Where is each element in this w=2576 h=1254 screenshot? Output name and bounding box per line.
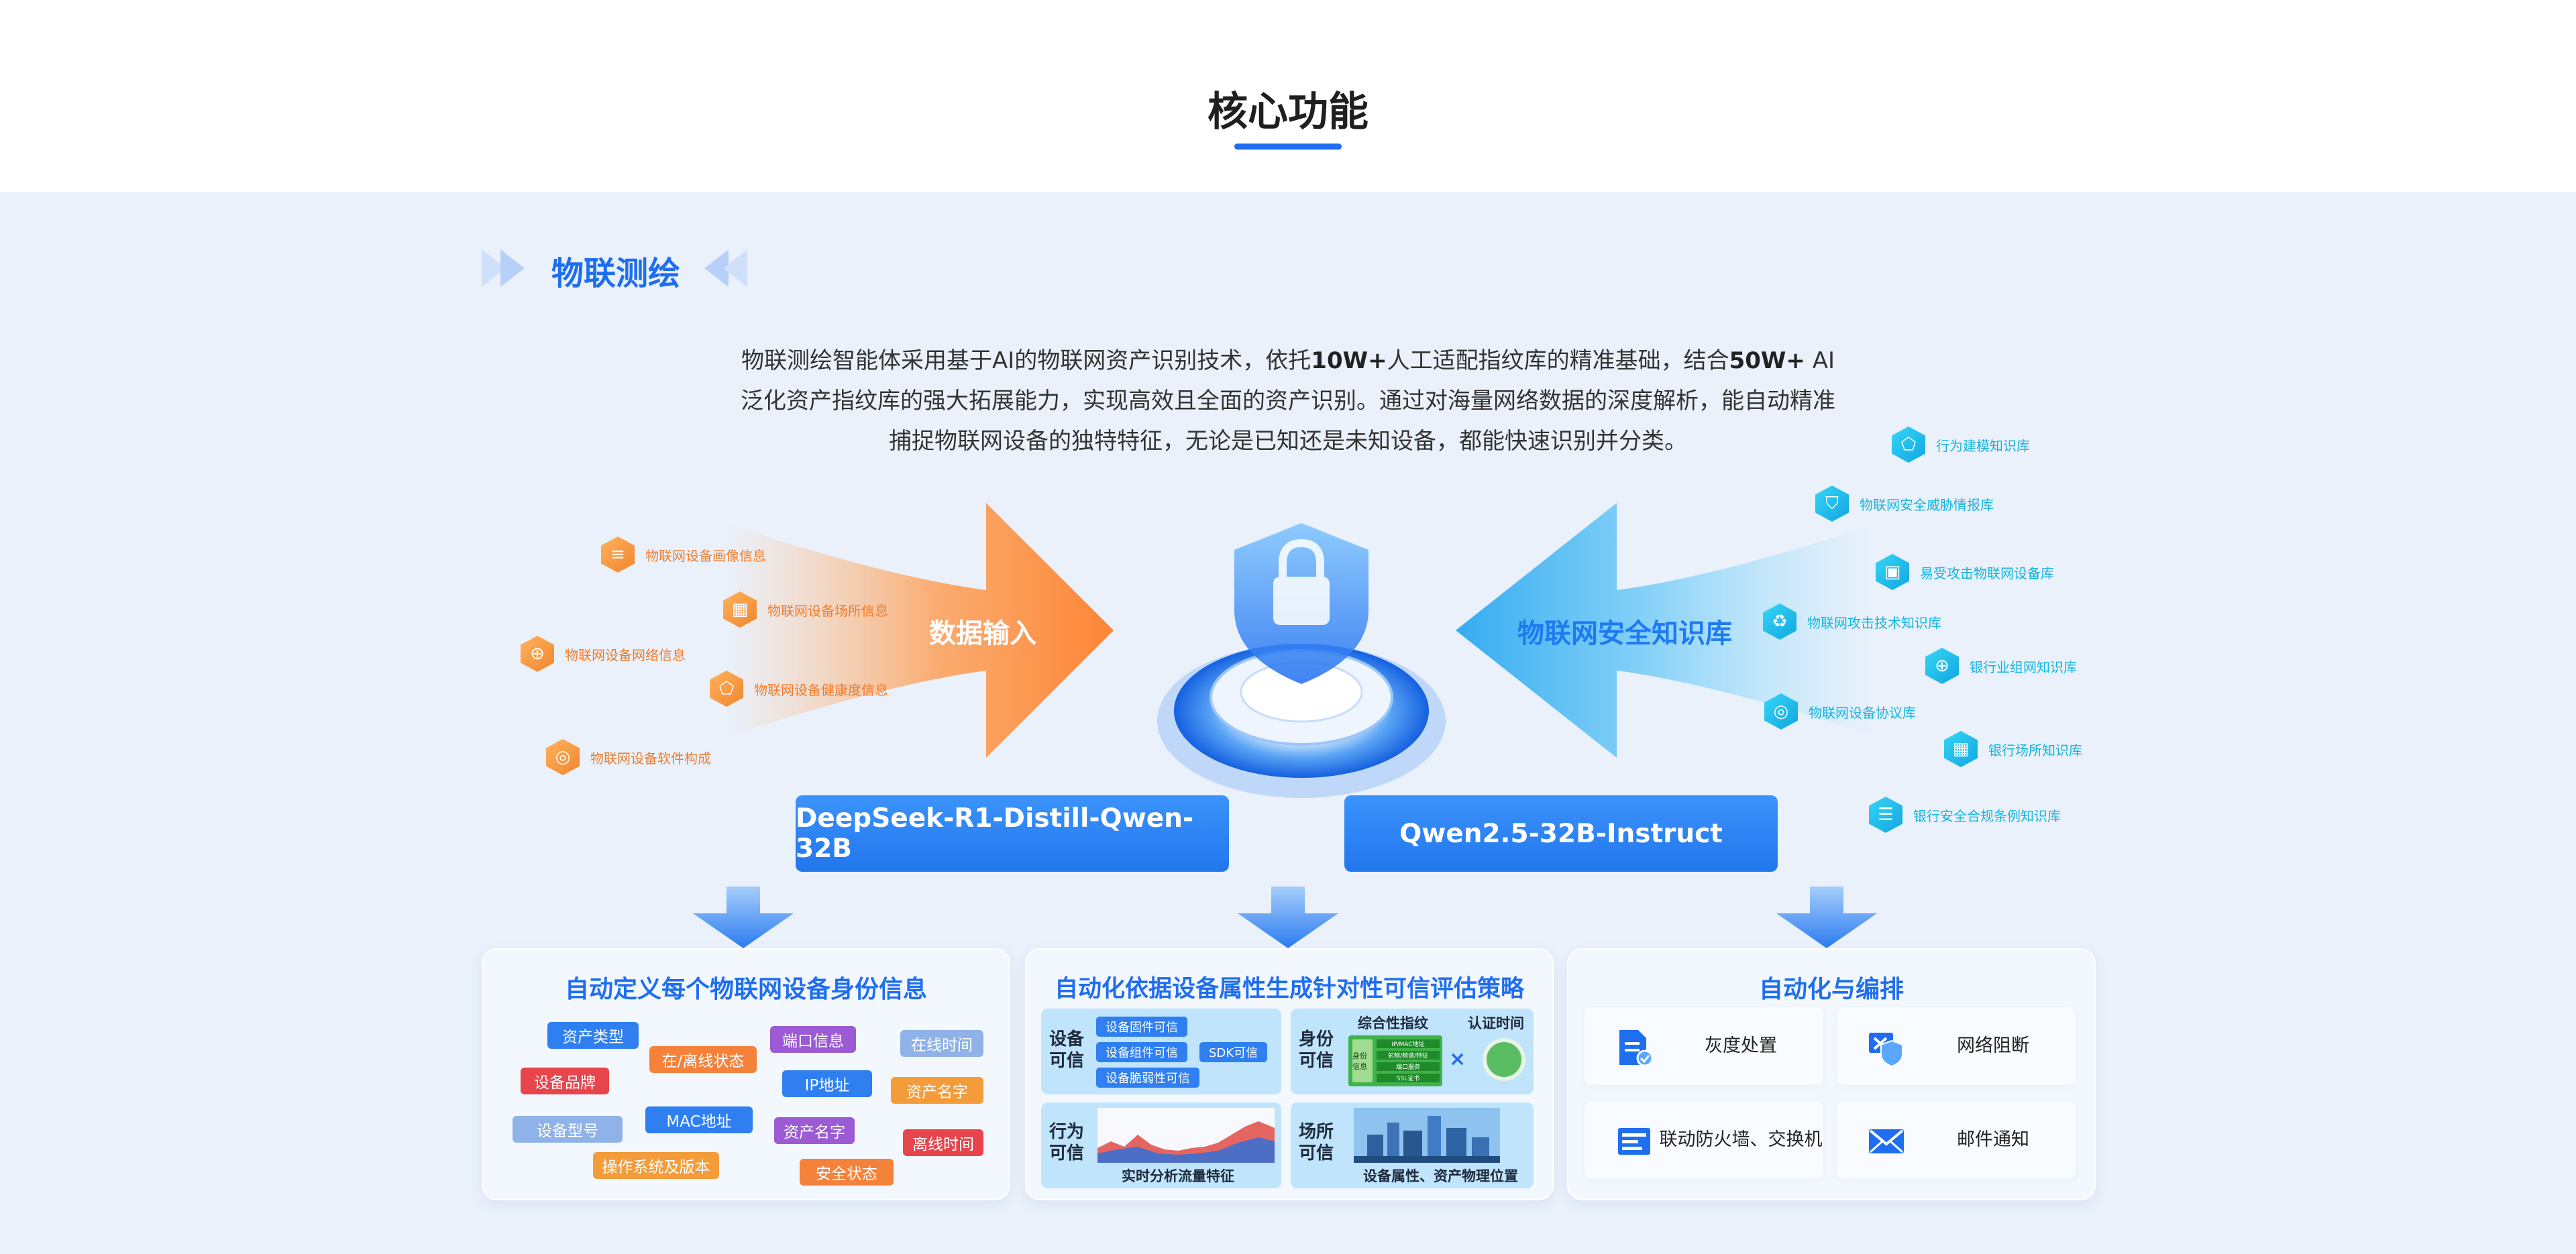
card-identity: 自动定义每个物联网设备身份信息 资产类型 在/离线状态 端口信息 在线时间 设备… — [482, 948, 1010, 1200]
identity-chip: 端口信息 — [770, 1026, 856, 1053]
input-tag-health: ⬠物联网设备健康度信息 — [710, 671, 888, 707]
document-icon: ☰ — [1869, 797, 1902, 833]
identity-chip: 资产类型 — [547, 1022, 639, 1049]
panel-label: 场所可信 — [1299, 1122, 1334, 1163]
fingerprint-icon: ◎ — [1764, 693, 1798, 730]
globe-icon: ⊕ — [1925, 648, 1959, 684]
kb-tag-compliance: ☰银行安全合规条例知识库 — [1869, 797, 2061, 833]
identity-chip: 在/离线状态 — [649, 1046, 757, 1073]
panel-label: 设备可信 — [1049, 1029, 1085, 1071]
firewall-icon — [1618, 1128, 1650, 1155]
section-title: 物联测绘 — [551, 255, 681, 292]
down-arrow-icon — [1238, 887, 1338, 948]
header-area — [0, 0, 2576, 192]
card-identity-title: 自动定义每个物联网设备身份信息 — [564, 976, 927, 1003]
fingerprint-box: 身份信息 IP/MAC地址 射频/频谱/特征 端口服务 SSL证书 — [1348, 1035, 1442, 1086]
building-icon: ▦ — [723, 591, 757, 628]
identity-chip: 安全状态 — [800, 1159, 894, 1186]
identity-chip: IP地址 — [782, 1070, 872, 1097]
automation-item-gray-release: 灰度处置 — [1585, 1007, 1823, 1085]
panel-identity-trust: 身份可信 综合性指纹 认证时间 身份信息 IP/MAC地址 射频/频谱/特征 端… — [1291, 1009, 1534, 1094]
kb-tag-protocol: ◎物联网设备协议库 — [1764, 693, 1916, 730]
times-symbol: × — [1449, 1047, 1466, 1071]
identity-chip: 资产名字 — [774, 1117, 855, 1144]
kb-tag-attack-tech: ♻物联网攻击技术知识库 — [1763, 604, 1941, 640]
place-caption: 设备属性、资产物理位置 — [1363, 1168, 1518, 1184]
kb-tag-bank-location: ▦银行场所知识库 — [1944, 731, 2082, 767]
panel-place-trust: 场所可信 设备属性、资产物理位置 — [1291, 1102, 1534, 1188]
shield-icon: ⛉ — [1815, 486, 1849, 522]
building-icon: ▦ — [1944, 731, 1978, 767]
identity-chip: MAC地址 — [645, 1106, 753, 1133]
input-tag-network: ⊕物联网设备网络信息 — [521, 636, 686, 672]
automation-item-network-block: 网络阻断 — [1837, 1007, 2076, 1085]
input-tag-location: ▦物联网设备场所信息 — [723, 591, 888, 628]
data-input-label: 数据输入 — [929, 618, 1036, 649]
identity-chip: 离线时间 — [903, 1129, 983, 1156]
down-arrow-icon — [693, 887, 794, 948]
kb-tag-behavior: ⬠行为建模知识库 — [1892, 426, 2030, 463]
trust-chip: 设备固件可信 — [1096, 1017, 1187, 1037]
pentagon-icon: ⬠ — [710, 671, 743, 707]
trust-chip: 设备脆弱性可信 — [1096, 1068, 1199, 1088]
automation-item-mail: 邮件通知 — [1837, 1101, 2076, 1179]
identity-chip: 设备品牌 — [521, 1068, 609, 1094]
section-description: 物联测绘智能体采用基于AI的物联网资产识别技术，依托10W+人工适配指纹库的精准… — [741, 347, 1835, 455]
knowledge-base-label: 物联网安全知识库 — [1517, 618, 1732, 649]
identity-chip: 操作系统及版本 — [593, 1152, 719, 1179]
metric-label: 综合性指纹 — [1358, 1015, 1428, 1031]
fingerprint-icon: ◎ — [546, 739, 580, 775]
automation-item-firewall: 联动防火墙、交换机 — [1585, 1101, 1823, 1179]
pentagon-icon: ⬠ — [1892, 426, 1925, 463]
clock-icon — [1483, 1038, 1525, 1081]
title-underline — [1234, 144, 1342, 150]
document-check-icon — [1619, 1030, 1654, 1067]
input-tag-profile: ≡物联网设备画像信息 — [601, 536, 766, 573]
card-trust-title: 自动化依据设备属性生成针对性可信评估策略 — [1054, 976, 1524, 1003]
panel-label: 身份可信 — [1299, 1029, 1334, 1071]
page-title: 核心功能 — [1208, 89, 1368, 135]
panel-label: 行为可信 — [1049, 1122, 1085, 1163]
data-flow-arrows — [724, 503, 1878, 798]
behavior-caption: 实时分析流量特征 — [1122, 1168, 1234, 1184]
kb-tag-threat-intel: ⛉物联网安全威胁情报库 — [1815, 486, 1994, 522]
mail-icon — [1869, 1129, 1904, 1153]
card-automation: 自动化与编排 灰度处置 网络阻断 联动防火墙、交换机 邮件通知 — [1567, 948, 2096, 1200]
identity-chip: 设备型号 — [513, 1116, 623, 1143]
model-qwen: Qwen2.5-32B-Instruct — [1344, 795, 1778, 872]
card-trust: 自动化依据设备属性生成针对性可信评估策略 设备可信 设备固件可信 设备组件可信 … — [1025, 948, 1554, 1200]
trust-chip: SDK可信 — [1199, 1042, 1268, 1062]
identity-chip: 资产名字 — [891, 1077, 983, 1104]
block-shield-icon — [1869, 1033, 1903, 1068]
trust-chip: 设备组件可信 — [1096, 1042, 1187, 1062]
recycle-icon: ♻ — [1763, 604, 1796, 640]
card-automation-title: 自动化与编排 — [1758, 976, 1904, 1003]
kb-tag-vulnerable-devices: ▣易受攻击物联网设备库 — [1876, 554, 2054, 590]
input-tag-software: ◎物联网设备软件构成 — [546, 739, 711, 775]
traffic-chart-graphic — [1097, 1108, 1275, 1163]
kb-tag-bank-network: ⊕银行业组网知识库 — [1925, 648, 2077, 684]
identity-chip: 在线时间 — [900, 1030, 983, 1057]
server-icon: ≡ — [601, 536, 635, 573]
left-chevrons-icon — [704, 249, 747, 287]
device-icon: ▣ — [1876, 554, 1909, 590]
right-chevrons-icon — [482, 249, 525, 287]
city-skyline-graphic — [1354, 1108, 1500, 1163]
auth-time-label: 认证时间 — [1468, 1015, 1524, 1031]
model-deepseek: DeepSeek-R1-Distill-Qwen-32B — [796, 795, 1229, 872]
globe-icon: ⊕ — [521, 636, 554, 672]
panel-device-trust: 设备可信 设备固件可信 设备组件可信 SDK可信 设备脆弱性可信 — [1041, 1009, 1281, 1094]
down-arrow-icon — [1776, 887, 1877, 948]
panel-behavior-trust: 行为可信 实时分析流量特征 — [1041, 1102, 1281, 1188]
